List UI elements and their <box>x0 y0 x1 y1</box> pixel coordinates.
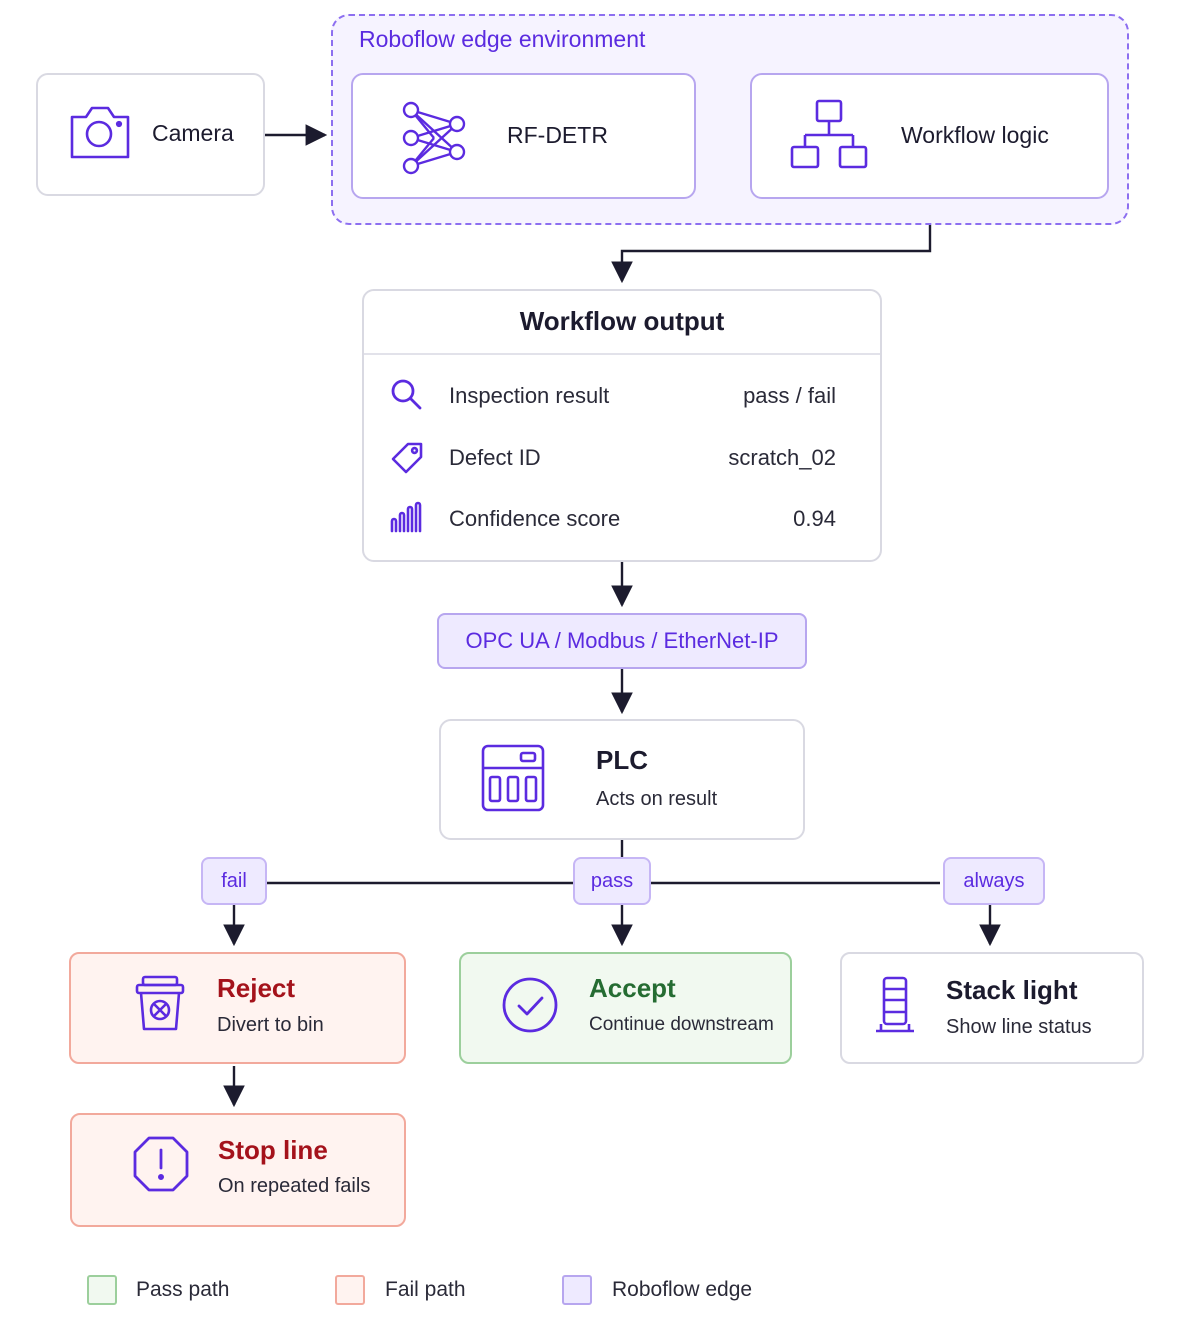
output-row-value: 0.94 <box>793 506 836 531</box>
legend-label: Pass path <box>136 1278 230 1301</box>
stop-line-subtitle: On repeated fails <box>218 1175 371 1197</box>
search-icon <box>391 379 422 410</box>
legend-label: Roboflow edge <box>612 1278 753 1301</box>
legend-swatch-edge <box>562 1275 592 1305</box>
stack-light-title: Stack light <box>946 975 1078 1005</box>
edge-logic-to-output <box>611 200 932 284</box>
stack-light-node <box>840 952 1144 1064</box>
output-row-value: pass / fail <box>743 383 836 408</box>
stop-line-node <box>70 1113 406 1227</box>
camera-icon <box>70 106 130 159</box>
edge-environment-title: Roboflow edge environment <box>359 26 646 52</box>
camera-label: Camera <box>152 120 234 146</box>
stop-line-title: Stop line <box>218 1135 328 1165</box>
bin-icon <box>135 975 185 1031</box>
output-row-value: scratch_02 <box>728 445 836 470</box>
output-row-label: Defect ID <box>449 445 541 470</box>
tag-icon <box>391 442 423 474</box>
output-row-label: Inspection result <box>449 383 610 408</box>
accept-subtitle: Continue downstream <box>589 1014 774 1035</box>
stack-light-subtitle: Show line status <box>946 1016 1092 1038</box>
branch-always-label: always <box>943 857 1045 905</box>
output-row-label: Confidence score <box>449 506 621 531</box>
workflow-logic-label: Workflow logic <box>901 122 1049 148</box>
check-circle-icon <box>502 977 558 1033</box>
workflow-output-divider <box>364 353 880 355</box>
reject-title: Reject <box>217 973 296 1003</box>
legend-swatch-pass <box>87 1275 117 1305</box>
legend-swatch-fail <box>335 1275 365 1305</box>
plc-icon <box>481 744 545 812</box>
reject-node <box>69 952 406 1064</box>
legend-label: Fail path <box>385 1278 466 1301</box>
plc-subtitle: Acts on result <box>596 788 718 810</box>
reject-subtitle: Divert to bin <box>217 1014 324 1036</box>
accept-node <box>459 952 792 1064</box>
protocol-node: OPC UA / Modbus / EtherNet-IP <box>437 613 807 669</box>
branch-fail-label: fail <box>201 857 267 905</box>
workflow-output-title: Workflow output <box>519 306 725 336</box>
alert-octagon-icon <box>133 1136 189 1192</box>
bar-chart-icon <box>390 501 422 533</box>
model-label: RF-DETR <box>507 122 608 148</box>
stack-light-icon <box>876 976 914 1033</box>
workflow-output-card <box>362 289 882 562</box>
neural-network-icon <box>402 101 466 175</box>
camera-node <box>36 73 265 196</box>
accept-title: Accept <box>589 973 676 1003</box>
branch-pass-label: pass <box>573 857 651 905</box>
plc-title: PLC <box>596 745 648 775</box>
hierarchy-icon <box>790 99 868 169</box>
